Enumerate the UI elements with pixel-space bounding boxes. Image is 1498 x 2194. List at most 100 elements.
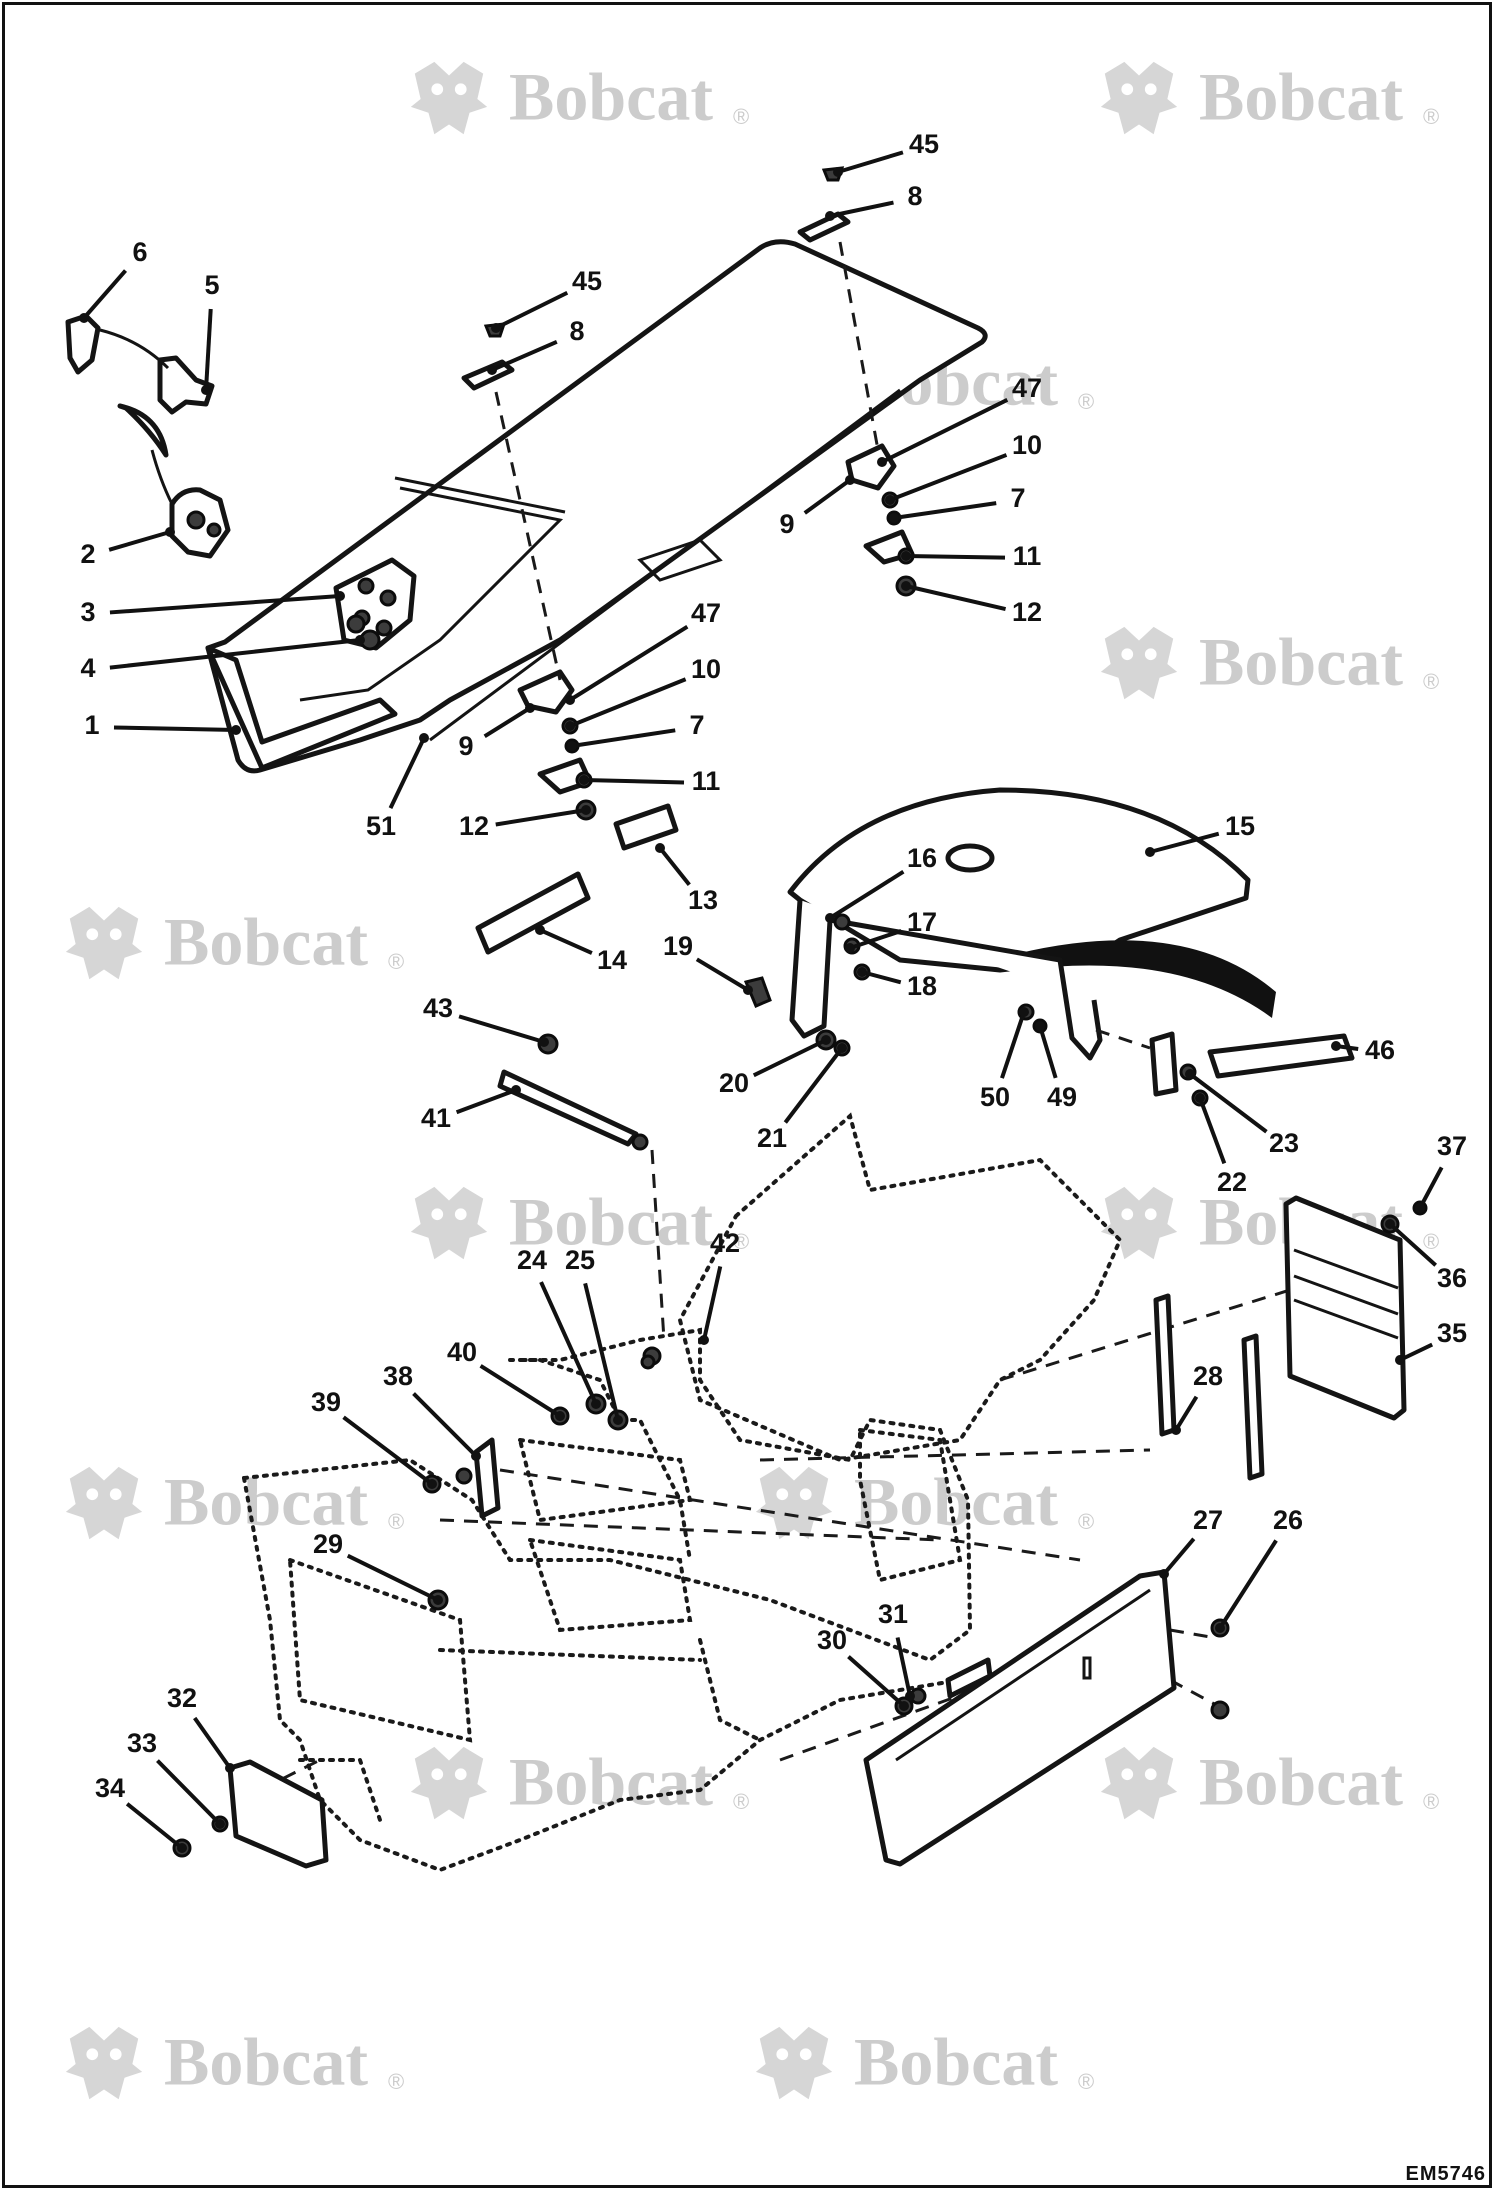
bobcat-logo-icon: [65, 2026, 143, 2100]
side-screen-assembly: [1153, 1195, 1428, 1481]
callout-number: 35: [1437, 1318, 1467, 1348]
callout-c13: 13: [655, 843, 718, 915]
leader-end-dot: [905, 1691, 915, 1701]
leader-end-dot: [1019, 1007, 1029, 1017]
bobcat-logo-icon: [410, 61, 488, 135]
watermark-bobcat: Bobcat®: [1100, 1744, 1439, 1820]
callout-c2: 2: [80, 527, 175, 569]
leader-line: [82, 269, 128, 320]
leader-line: [783, 1046, 844, 1124]
leader-line: [829, 200, 894, 218]
leader-end-dot: [743, 985, 753, 995]
leader-end-dot: [655, 843, 665, 853]
bobcat-logo-icon: [1100, 61, 1178, 135]
callout-c7a: 7: [889, 483, 1026, 523]
leader-line: [905, 584, 1007, 611]
watermark-bobcat: Bobcat®: [65, 2024, 404, 2100]
leader-line: [458, 1014, 545, 1044]
callout-c1: 1: [84, 710, 241, 740]
bobcat-logo-icon: [1100, 1746, 1178, 1820]
callout-c5: 5: [201, 270, 220, 395]
bobcat-logo-icon: [410, 1186, 488, 1260]
leader-end-dot: [487, 365, 497, 375]
side-screen: [1283, 1195, 1407, 1421]
callout-c22: 22: [1195, 1093, 1247, 1197]
leader-line: [1399, 1342, 1434, 1362]
leader-line: [658, 846, 691, 887]
callout-number: 46: [1365, 1035, 1395, 1065]
hood-cover: [205, 239, 988, 774]
watermark-bobcat: Bobcat®: [410, 59, 749, 135]
leader-end-dot: [837, 1043, 847, 1053]
callout-c8a: 8: [825, 181, 923, 221]
leader-line: [849, 929, 902, 950]
callout-number: 12: [459, 811, 489, 841]
leader-end-dot: [567, 741, 577, 751]
leader-end-dot: [79, 313, 89, 323]
callout-c39: 39: [311, 1387, 437, 1489]
callout-number: 37: [1437, 1131, 1467, 1161]
pad-rear: [797, 211, 851, 243]
callout-number: 7: [1010, 483, 1025, 513]
leader-line: [156, 1759, 222, 1826]
watermark-registered: ®: [1078, 1509, 1094, 1534]
leader-line: [895, 1637, 912, 1697]
leader-line: [483, 706, 532, 739]
callout-c19: 19: [663, 931, 753, 995]
leader-line: [803, 478, 852, 515]
leader-line: [695, 957, 750, 992]
leader-line: [1038, 1025, 1058, 1079]
callout-c25: 25: [565, 1245, 623, 1425]
callout-number: 17: [907, 907, 937, 937]
leader-end-dot: [555, 1411, 565, 1421]
watermark-bobcat: Bobcat®: [1100, 59, 1439, 135]
leader-line: [125, 1802, 184, 1850]
leader-line: [1149, 831, 1220, 854]
leader-end-dot: [899, 1701, 909, 1711]
leader-end-dot: [491, 323, 501, 333]
leader-end-dot: [1185, 1069, 1195, 1079]
callout-c37: 37: [1415, 1131, 1467, 1213]
callout-c47b: 47: [565, 598, 721, 705]
leader-end-dot: [1195, 1093, 1205, 1103]
leader-end-dot: [877, 457, 887, 467]
leader-end-dot: [581, 805, 591, 815]
leader-end-dot: [427, 1479, 437, 1489]
leader-line: [109, 638, 361, 670]
leader-end-dot: [511, 1085, 521, 1095]
callout-c47a: 47: [877, 373, 1042, 467]
hinge-rear: [845, 443, 917, 597]
callout-number: 23: [1269, 1128, 1299, 1158]
callout-c9b: 9: [458, 703, 535, 761]
leader-line: [113, 725, 237, 732]
latch-cable: [117, 403, 169, 458]
callout-number: 6: [132, 237, 147, 267]
callout-number: 9: [779, 509, 794, 539]
leader-line: [583, 778, 685, 785]
strut-bracket: [1149, 1031, 1179, 1097]
watermark-registered: ®: [1078, 389, 1094, 414]
callout-c32: 32: [167, 1683, 235, 1773]
watermark-registered: ®: [733, 1229, 749, 1254]
callout-c45a: 45: [833, 129, 939, 177]
leader-end-dot: [565, 721, 575, 731]
rubber-strip-left: [1153, 1293, 1177, 1437]
callout-c42: 42: [699, 1228, 740, 1345]
callout-number: 28: [1193, 1361, 1223, 1391]
callout-number: 20: [719, 1068, 749, 1098]
callout-c23: 23: [1185, 1069, 1299, 1158]
support-rod-assembly: [497, 1033, 666, 1341]
bobcat-logo-icon: [1100, 626, 1178, 700]
callout-c30: 30: [817, 1625, 909, 1711]
foam-strip-small: [613, 803, 679, 851]
callout-number: 4: [80, 653, 95, 683]
watermark-bobcat: Bobcat®: [755, 2024, 1094, 2100]
callout-number: 49: [1047, 1082, 1077, 1112]
leader-end-dot: [885, 495, 895, 505]
callout-c12b: 12: [459, 805, 591, 841]
callout-number: 26: [1273, 1505, 1303, 1535]
leader-line: [568, 624, 689, 702]
leader-line: [193, 1716, 232, 1770]
